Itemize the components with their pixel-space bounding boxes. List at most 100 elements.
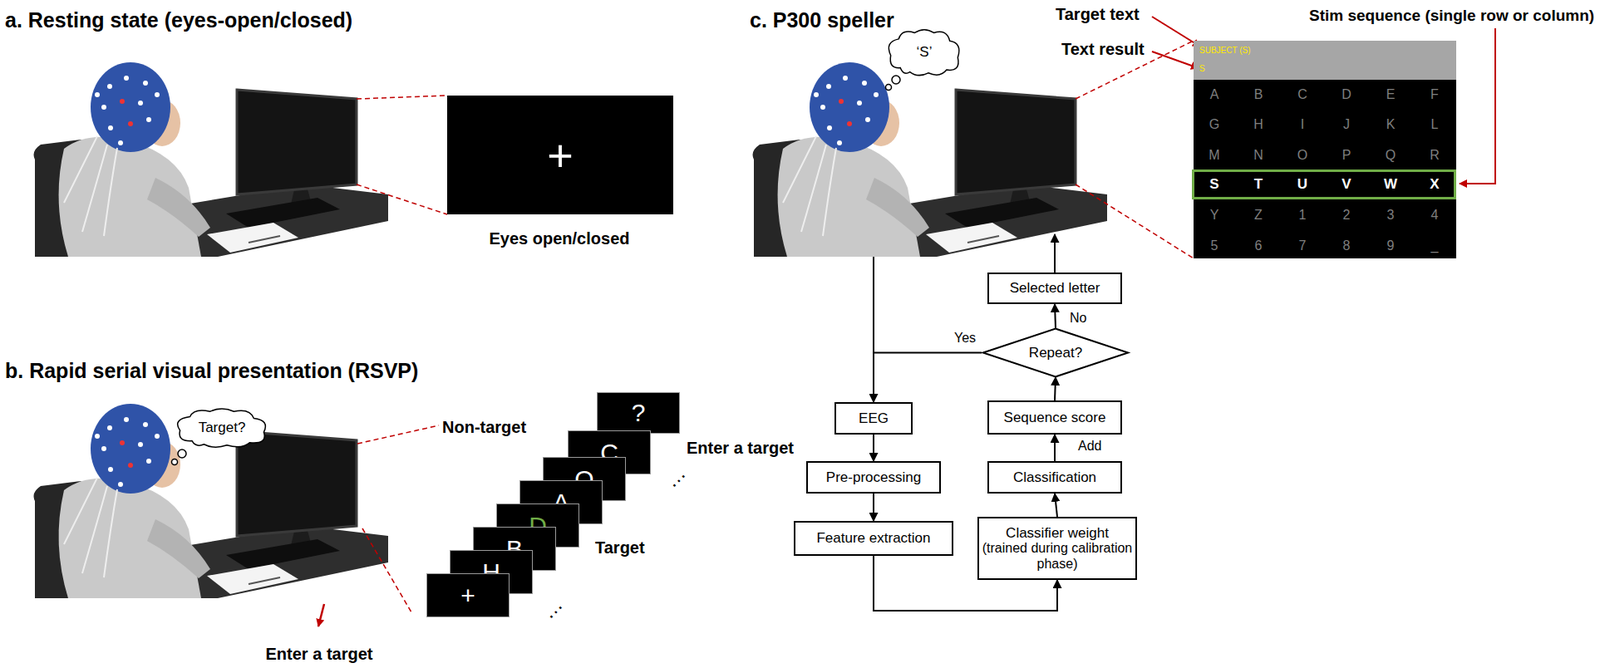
ellipsis-mark: … xyxy=(659,462,691,493)
highlighted-row: STUVWX xyxy=(1191,169,1457,200)
edge-label: Add xyxy=(1078,438,1102,454)
node-text: X xyxy=(1429,176,1439,193)
annotation-label: Text result xyxy=(1061,39,1145,60)
pointer-arrow xyxy=(1459,28,1496,184)
annotation-label: Enter a target xyxy=(686,438,794,458)
annotation-label: Enter a target xyxy=(265,644,374,665)
zoom-leader xyxy=(356,184,448,215)
node-text: + xyxy=(460,581,476,611)
grid-cell: 9 xyxy=(1387,238,1395,254)
annotation-label: Target text xyxy=(1055,4,1140,25)
grid-cell: 8 xyxy=(1343,238,1351,254)
text-display-band: SUBJECT (S) S xyxy=(1193,40,1457,80)
node-text: Classification xyxy=(1013,469,1097,487)
rsvp-card: + xyxy=(426,573,510,618)
node-text: Selected letter xyxy=(1009,280,1101,297)
zoom-leader xyxy=(1075,184,1194,259)
eeg-signal-line xyxy=(872,256,875,353)
process-box: Classification xyxy=(987,461,1123,494)
subject-illustration xyxy=(753,62,1108,257)
node-text: S xyxy=(1209,176,1219,193)
stimulus-screen: + xyxy=(447,95,674,215)
zoom-leader xyxy=(356,95,448,99)
flow-connector xyxy=(1053,434,1056,462)
ellipsis-mark: … xyxy=(536,593,568,625)
flow-connector xyxy=(873,353,982,404)
grid-cell: P xyxy=(1342,147,1352,163)
grid-cell: G xyxy=(1209,117,1220,133)
node-text: S xyxy=(1199,64,1206,74)
grid-cell: 2 xyxy=(1343,207,1351,223)
node-text: Target? xyxy=(198,419,247,437)
flow-connector xyxy=(1054,493,1058,517)
thought-bubble: Target? xyxy=(172,406,272,450)
node-text: V xyxy=(1341,176,1351,193)
grid-cell: Z xyxy=(1254,207,1263,223)
node-text: Sequence score xyxy=(1004,409,1107,427)
node-text: + xyxy=(546,129,574,182)
grid-cell: _ xyxy=(1431,238,1439,254)
keypress-arrow xyxy=(318,604,325,627)
flow-connector xyxy=(872,434,875,462)
node-text: Feature extraction xyxy=(816,530,931,547)
diamond-shape xyxy=(983,329,1128,378)
flow-connector xyxy=(873,556,1058,611)
node-text: W xyxy=(1383,176,1398,193)
annotation-label: Stim sequence (single row or column) xyxy=(1309,6,1595,25)
cloud-shape xyxy=(888,29,960,76)
speller-grid-background xyxy=(1193,40,1457,259)
subject-illustration xyxy=(34,403,389,599)
edge-label: Yes xyxy=(954,330,976,346)
grid-cell: E xyxy=(1386,87,1396,103)
node-text: ? xyxy=(631,398,646,428)
grid-cell: I xyxy=(1300,117,1305,133)
node-text: EEG xyxy=(858,410,889,428)
flow-connector xyxy=(872,493,875,522)
panel-title: b. Rapid serial visual presentation (RSV… xyxy=(4,359,419,384)
annotation-label: Target xyxy=(595,538,645,558)
node-text: ‘S’ xyxy=(916,44,933,61)
grid-cell: 6 xyxy=(1255,238,1263,254)
process-box: Feature extraction xyxy=(793,521,954,557)
node-text: Classifier weight xyxy=(1005,525,1109,542)
annotation-label: Non-target xyxy=(442,418,527,438)
grid-cell: C xyxy=(1297,87,1308,103)
grid-cell: F xyxy=(1430,87,1439,103)
grid-cell: Q xyxy=(1385,147,1396,163)
node-text: Pre-processing xyxy=(826,469,921,487)
grid-cell: L xyxy=(1431,117,1439,133)
bubble-tail xyxy=(177,449,187,458)
grid-cell: M xyxy=(1208,147,1220,163)
caption-label: Eyes open/closed xyxy=(489,229,631,249)
cloud-shape xyxy=(177,408,266,448)
zoom-leader xyxy=(357,425,439,444)
decision-diamond: Repeat? xyxy=(981,328,1130,378)
panel-title: c. P300 speller xyxy=(749,8,895,33)
grid-cell: N xyxy=(1253,147,1264,163)
grid-cell: 7 xyxy=(1299,238,1307,254)
flow-connector xyxy=(1054,377,1056,401)
feedback-arrow xyxy=(1053,234,1056,273)
node-text: SUBJECT (S) xyxy=(1199,45,1251,55)
zoom-leader xyxy=(362,528,412,613)
rsvp-card: ? xyxy=(596,392,680,434)
grid-cell: O xyxy=(1297,147,1308,163)
grid-cell: J xyxy=(1343,117,1350,133)
grid-cell: H xyxy=(1253,117,1264,133)
process-box: EEG xyxy=(834,402,913,435)
process-box: Selected letter xyxy=(987,272,1123,305)
grid-cell: 1 xyxy=(1299,207,1307,223)
grid-cell: 5 xyxy=(1211,238,1219,254)
pointer-arrow xyxy=(1152,51,1199,69)
edge-label: No xyxy=(1069,310,1087,326)
grid-cell: D xyxy=(1341,87,1352,103)
grid-cell: R xyxy=(1429,147,1440,163)
grid-cell: B xyxy=(1254,87,1264,103)
bubble-tail xyxy=(886,84,892,91)
grid-cell: 4 xyxy=(1431,207,1439,223)
node-text: Repeat? xyxy=(1028,344,1083,362)
grid-cell: K xyxy=(1386,117,1396,133)
